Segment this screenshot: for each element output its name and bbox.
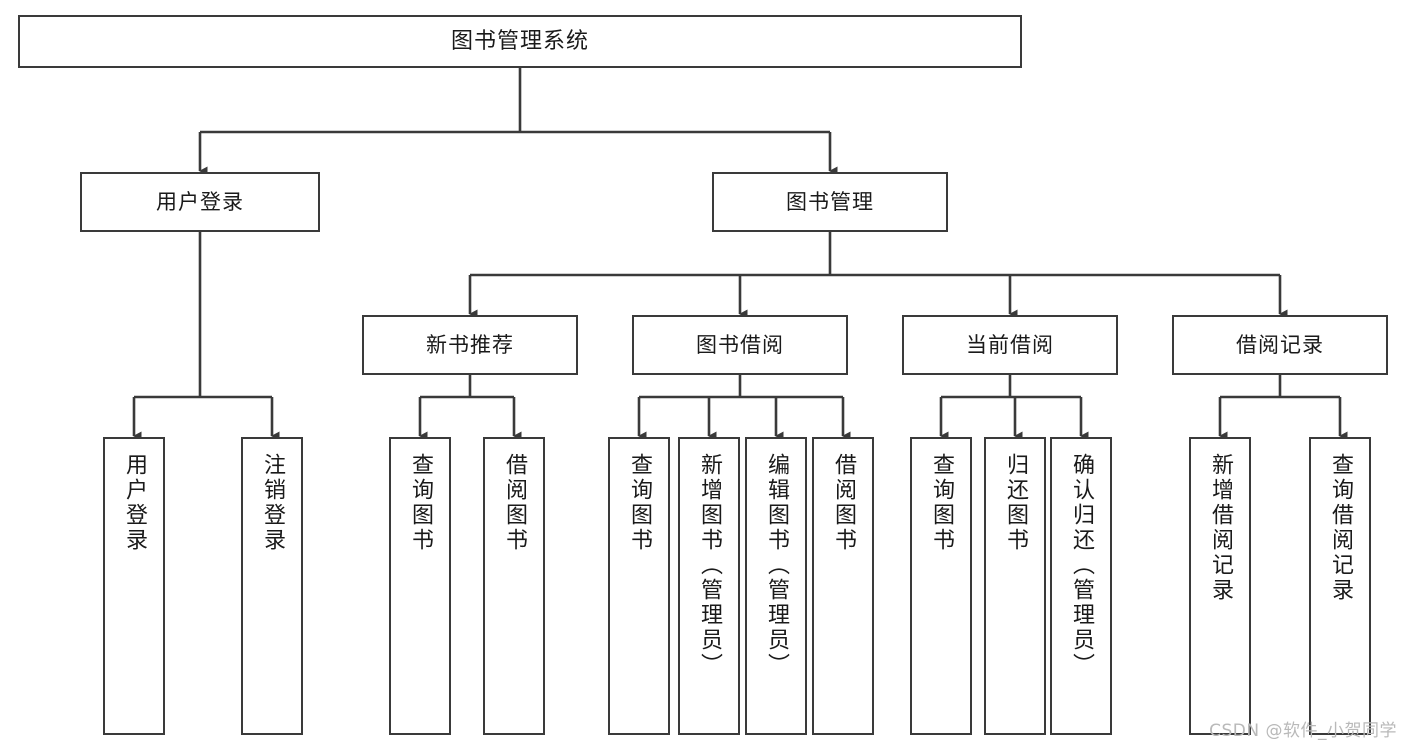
node-label: 图书管理系统 — [450, 28, 589, 54]
node-current-borrow[interactable]: 当前借阅 — [902, 315, 1118, 375]
node-leaf-return-book[interactable]: 归还图书 — [984, 437, 1046, 735]
node-label: 当前借阅 — [966, 332, 1054, 357]
node-leaf-user-logout[interactable]: 注销登录 — [241, 437, 303, 735]
node-label: 确认归还（管理员） — [1069, 453, 1094, 678]
node-label: 图书管理 — [786, 189, 874, 214]
node-borrow-record[interactable]: 借阅记录 — [1172, 315, 1388, 375]
node-label: 新书推荐 — [426, 332, 514, 357]
watermark: CSDN @软件_小贺同学 — [1209, 721, 1397, 741]
node-label: 用户登录 — [156, 189, 244, 214]
node-label: 新增借阅记录 — [1208, 453, 1233, 603]
node-leaf-query-book-a[interactable]: 查询图书 — [389, 437, 451, 735]
node-leaf-query-book-c[interactable]: 查询图书 — [910, 437, 972, 735]
node-label: 查询图书 — [627, 453, 652, 553]
node-book-manage[interactable]: 图书管理 — [712, 172, 948, 232]
node-leaf-user-login[interactable]: 用户登录 — [103, 437, 165, 735]
node-label: 新增图书（管理员） — [697, 453, 722, 678]
node-label: 借阅记录 — [1236, 332, 1324, 357]
node-label: 编辑图书（管理员） — [764, 453, 789, 678]
node-leaf-confirm-return[interactable]: 确认归还（管理员） — [1050, 437, 1112, 735]
node-leaf-query-record[interactable]: 查询借阅记录 — [1309, 437, 1371, 735]
node-user-login[interactable]: 用户登录 — [80, 172, 320, 232]
node-label: 注销登录 — [260, 453, 285, 553]
node-label: 图书借阅 — [696, 332, 784, 357]
node-label: 借阅图书 — [831, 453, 856, 553]
node-book-borrow[interactable]: 图书借阅 — [632, 315, 848, 375]
node-label: 查询图书 — [408, 453, 433, 553]
node-leaf-edit-book[interactable]: 编辑图书（管理员） — [745, 437, 807, 735]
node-label: 查询图书 — [929, 453, 954, 553]
node-leaf-add-record[interactable]: 新增借阅记录 — [1189, 437, 1251, 735]
node-label: 查询借阅记录 — [1328, 453, 1353, 603]
node-root[interactable]: 图书管理系统 — [18, 15, 1022, 68]
node-label: 用户登录 — [122, 453, 147, 553]
node-leaf-borrow-book-a[interactable]: 借阅图书 — [483, 437, 545, 735]
node-label: 归还图书 — [1003, 453, 1028, 553]
node-leaf-query-book-b[interactable]: 查询图书 — [608, 437, 670, 735]
node-label: 借阅图书 — [502, 453, 527, 553]
node-new-book-rec[interactable]: 新书推荐 — [362, 315, 578, 375]
node-leaf-add-book[interactable]: 新增图书（管理员） — [678, 437, 740, 735]
node-leaf-borrow-book-b[interactable]: 借阅图书 — [812, 437, 874, 735]
